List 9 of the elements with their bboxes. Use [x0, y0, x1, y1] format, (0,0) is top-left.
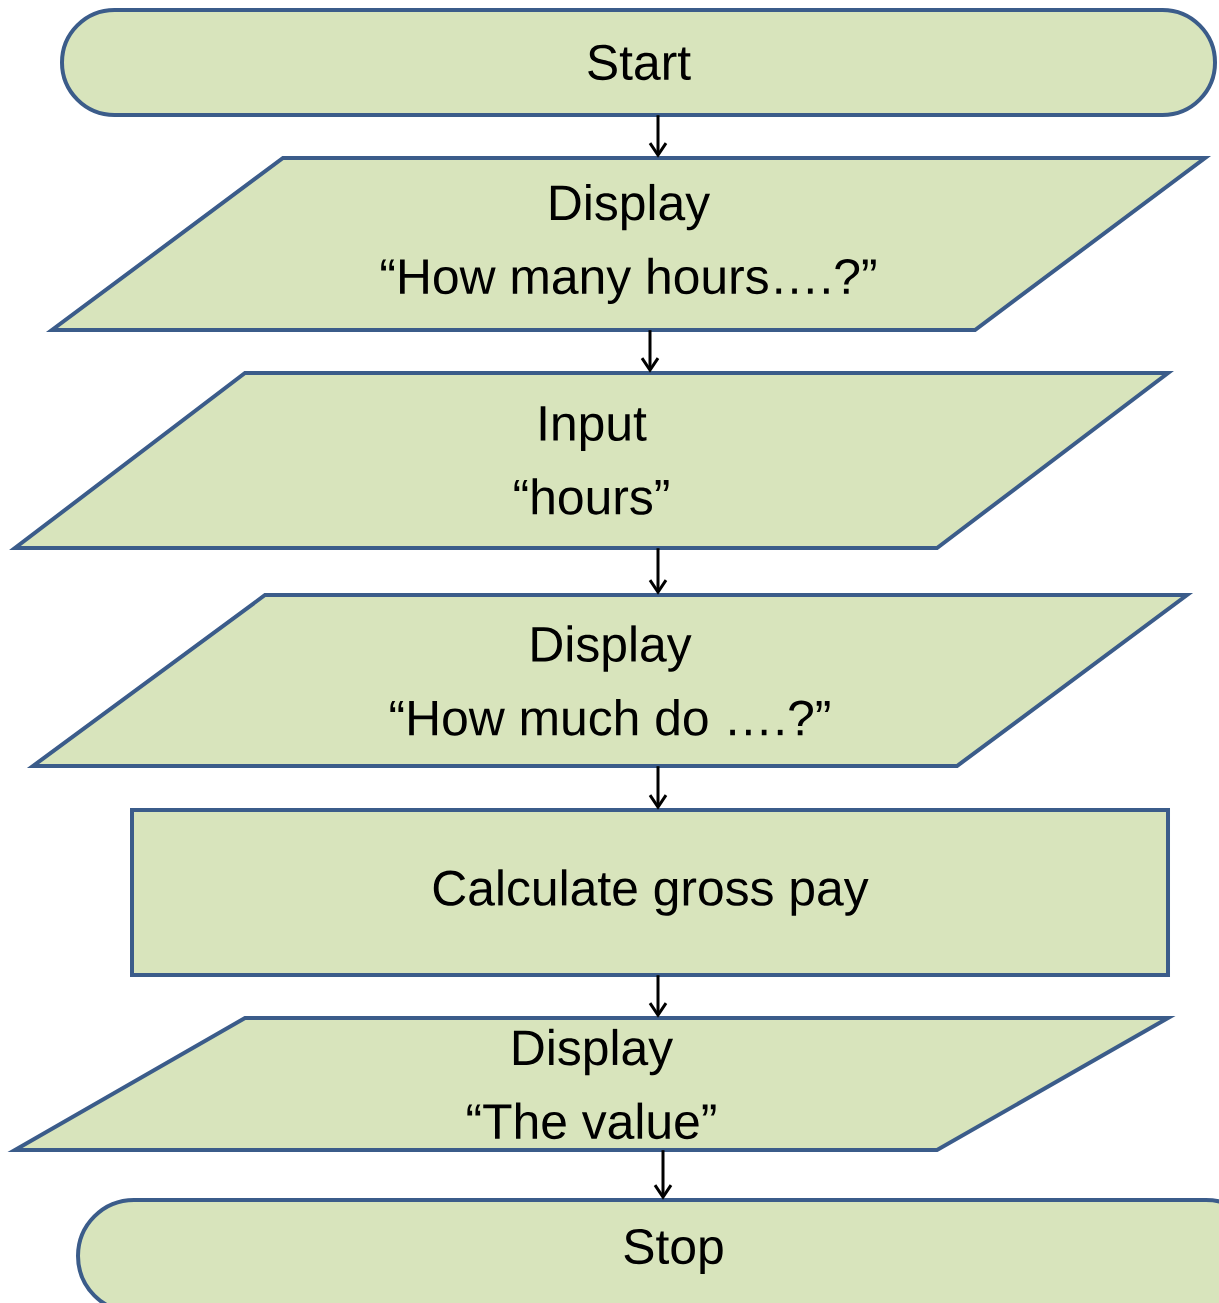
arrow — [648, 975, 668, 1018]
arrow — [653, 1150, 673, 1200]
arrow — [648, 766, 668, 810]
arrow — [640, 330, 660, 373]
arrow — [648, 548, 668, 595]
arrow — [648, 115, 668, 158]
terminal-oval: Stop — [76, 1198, 1219, 1303]
process-box: Calculate gross pay — [130, 808, 1170, 977]
terminal-oval: Start — [60, 8, 1217, 117]
